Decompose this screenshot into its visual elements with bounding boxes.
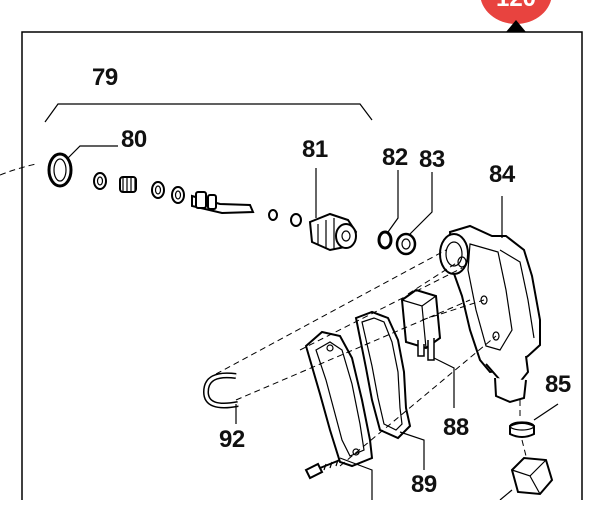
part-88-switch	[400, 288, 442, 361]
spring	[119, 176, 137, 193]
callout-89: 89	[411, 471, 437, 498]
leader-83	[409, 172, 433, 235]
part-92-clip	[202, 372, 239, 409]
leader-cover	[339, 457, 373, 500]
callout-82: 82	[382, 144, 408, 171]
dashed-guide-6	[339, 335, 497, 467]
part-83-bushing	[395, 232, 417, 256]
leader-85	[533, 403, 559, 421]
callout-79: 79	[92, 64, 118, 91]
dashed-guide-1	[215, 249, 447, 375]
part-81-hub	[308, 212, 358, 252]
part-79-components	[93, 172, 302, 227]
diagram-frame	[21, 31, 583, 500]
dashed-guide-8	[521, 439, 527, 457]
part-82-oring	[377, 230, 393, 250]
part-cover-plate	[304, 330, 374, 468]
callout-85: 85	[545, 371, 571, 398]
callout-84: 84	[489, 161, 515, 188]
part-cap	[510, 456, 554, 496]
callout-81: 81	[302, 136, 328, 163]
callout-80: 80	[121, 126, 147, 153]
leader-82	[387, 170, 399, 233]
dashed-guide-5	[421, 299, 485, 321]
leader-89	[399, 431, 425, 470]
callout-83: 83	[419, 146, 445, 173]
callout-92: 92	[219, 426, 245, 453]
dashed-guide-4	[299, 267, 463, 351]
group-bracket-79	[44, 103, 373, 123]
dashed-guide-left	[0, 163, 37, 176]
part-89-gasket	[354, 310, 412, 440]
part-85-sleeve	[509, 421, 535, 438]
part-screw	[304, 459, 341, 480]
dashed-guide-2	[235, 299, 471, 401]
leader-80	[67, 145, 118, 159]
callout-88: 88	[443, 414, 469, 441]
part-80-ring	[47, 152, 73, 188]
badge-pointer-triangle	[506, 20, 526, 32]
part-84-housing	[439, 224, 541, 404]
leader-88	[433, 357, 455, 408]
leader-cap	[499, 489, 513, 501]
